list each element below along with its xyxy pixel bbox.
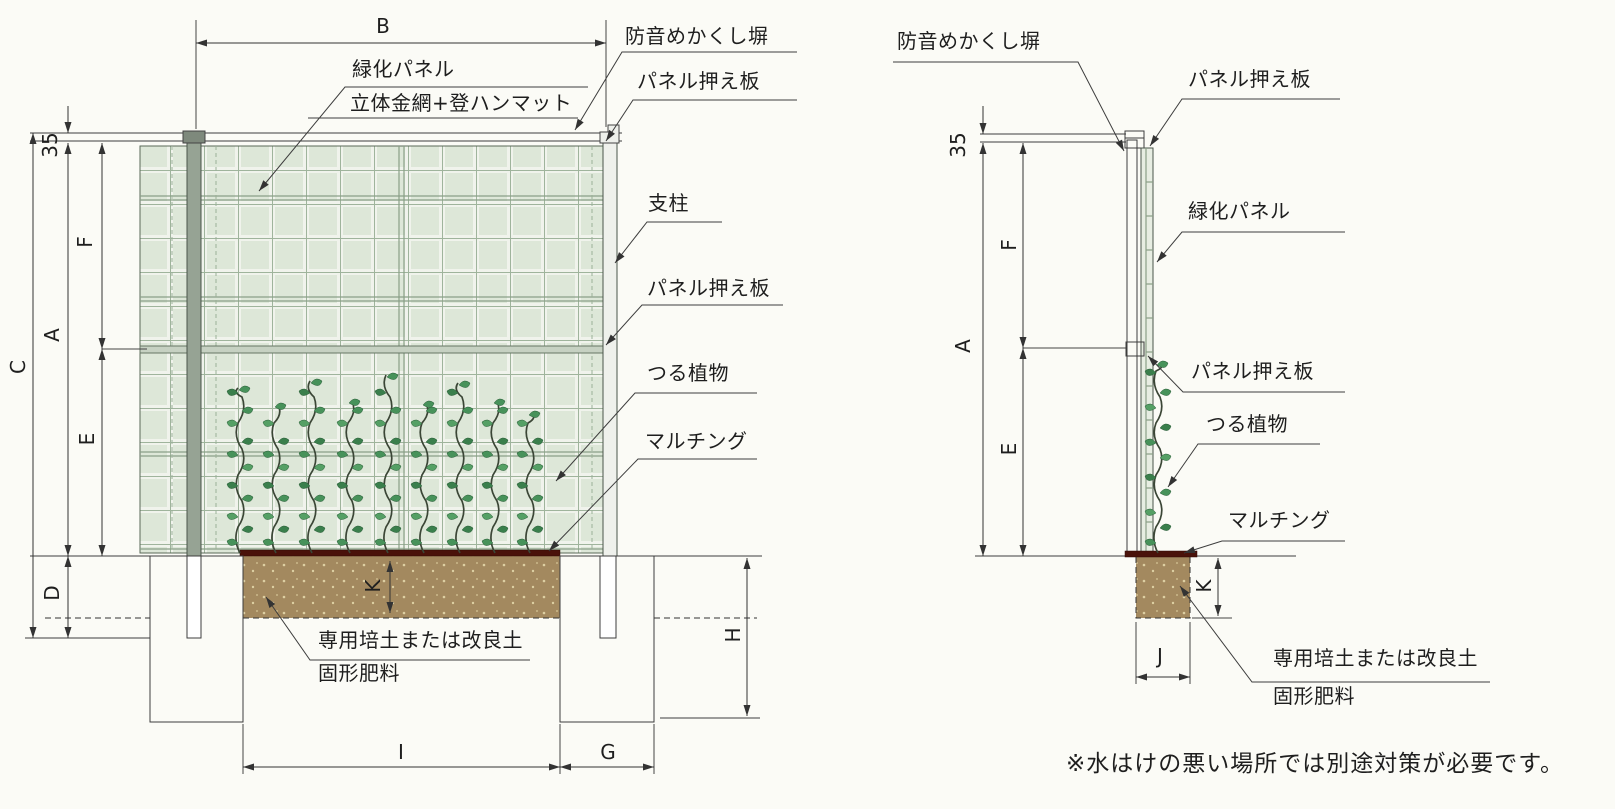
vine-plant-side: [1144, 360, 1172, 554]
label-clamp-mid-front: パネル押え板: [647, 276, 770, 300]
label-clamp-mid-side: パネル押え板: [1191, 359, 1314, 383]
leader-vine-front: [555, 392, 757, 482]
post-front-left: [186, 132, 202, 557]
leader-mulch-side: [1183, 540, 1345, 554]
dim-label-k-front: K: [361, 579, 385, 593]
leader-clamp-mid-front: [605, 304, 783, 346]
leader-fence-front: [574, 51, 797, 131]
label-clamp-top-front: パネル押え板: [637, 69, 760, 93]
dim-label-h: H: [721, 627, 745, 643]
dim-label-f-side: F: [997, 239, 1021, 251]
label-mulch-side: マルチング: [1228, 508, 1331, 532]
label-fertilizer-front: 固形肥料: [318, 661, 400, 685]
leader-clamp-mid-side: [1147, 355, 1345, 393]
label-clamp-top-side: パネル押え板: [1188, 67, 1311, 91]
vine-plants-front: [226, 372, 544, 554]
label-fence-front: 防音めかくし塀: [625, 24, 769, 48]
leader-green-panel-front: [258, 86, 588, 192]
panel-clamp-bar-mid: [139, 345, 608, 354]
post-cap-right: [599, 124, 620, 144]
label-vine-front: つる植物: [647, 361, 729, 385]
leader-fence-side: [893, 61, 1125, 152]
leader-soil-front: [265, 596, 530, 661]
mulch-layer-side: [1124, 550, 1198, 558]
soil-dashed-side: [1135, 557, 1191, 619]
label-soil-side: 専用培土または改良土: [1273, 646, 1478, 670]
drainage-note: ※水はけの悪い場所では別途対策が必要です。: [1066, 751, 1564, 777]
soil-block-side: [1136, 557, 1190, 618]
leader-clamp-top-front: [605, 99, 797, 142]
leader-clamp-top-side: [1149, 98, 1340, 147]
label-mulch-front: マルチング: [645, 429, 748, 453]
dim-label-e-side: E: [997, 442, 1021, 456]
label-green-panel-front: 緑化パネル: [352, 57, 455, 81]
dim-label-e-front: E: [75, 432, 99, 446]
post-cap-side: [1124, 130, 1145, 149]
dim-label-i: I: [398, 740, 404, 764]
leader-vine-side: [1167, 443, 1320, 488]
front-view: [25, 20, 797, 774]
label-fertilizer-side: 固形肥料: [1273, 684, 1355, 708]
dim-label-f-front: F: [73, 236, 97, 248]
dim-label-g: G: [600, 740, 616, 764]
post-cap-left: [182, 130, 206, 144]
dim-label-a-front: A: [40, 328, 64, 342]
post-side: [1126, 139, 1138, 557]
panel-clamp-mid-side: [1125, 341, 1145, 357]
leader-post: [614, 221, 722, 264]
dim-label-a-side: A: [951, 339, 975, 353]
leader-mulch-front: [548, 458, 757, 552]
side-view: [893, 61, 1490, 684]
footing-left: [149, 555, 244, 723]
dim-label-b: B: [376, 14, 390, 38]
label-post: 支柱: [648, 191, 689, 215]
footing-right: [559, 555, 655, 723]
label-mesh-mat: 立体金網+登ハンマット: [350, 91, 573, 115]
panel-ticks-side: [1146, 181, 1153, 523]
label-soil-front: 専用培土または改良土: [318, 628, 523, 652]
label-green-panel-side: 緑化パネル: [1188, 199, 1291, 223]
dim-label-k-side: K: [1192, 579, 1216, 593]
dim-label-d: D: [40, 585, 64, 601]
label-vine-side: つる植物: [1206, 412, 1288, 436]
label-fence-side: 防音めかくし塀: [897, 29, 1041, 53]
soil-block-front: [243, 556, 560, 618]
leader-soil-side: [1179, 585, 1490, 683]
dim-label-c: C: [6, 360, 30, 374]
dim-label-35-front: 35: [38, 132, 62, 158]
leader-green-panel-side: [1156, 231, 1345, 263]
dim-label-35-side: 35: [946, 132, 970, 158]
mulch-layer-front: [239, 549, 561, 557]
dim-label-j: J: [1157, 644, 1163, 668]
